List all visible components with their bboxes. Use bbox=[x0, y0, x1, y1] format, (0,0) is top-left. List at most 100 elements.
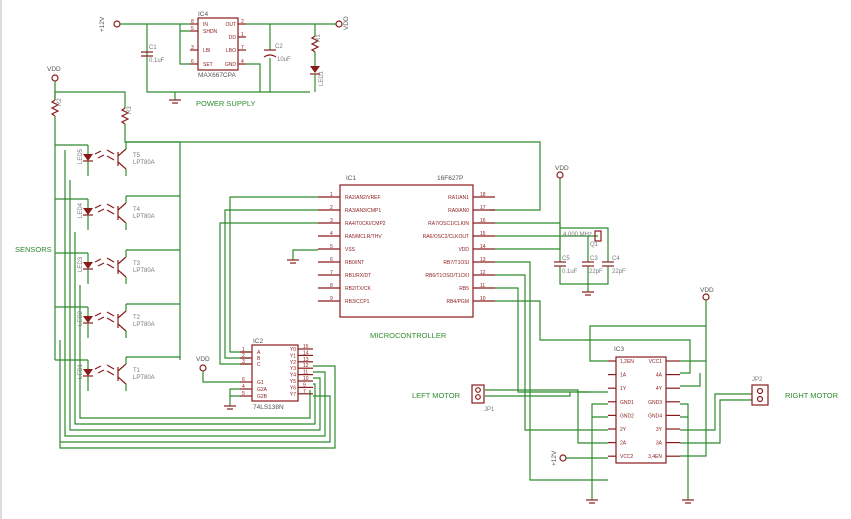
wire bbox=[559, 266, 609, 285]
ic1-pin-label: RB4/PGM bbox=[446, 299, 469, 305]
wire bbox=[59, 340, 336, 449]
ic4-pin-number: 5 bbox=[191, 26, 194, 32]
resistor-r1 bbox=[310, 35, 320, 53]
vdd-label: VDD bbox=[343, 16, 350, 30]
vdd-label: VDD bbox=[196, 356, 210, 363]
wire bbox=[485, 389, 608, 444]
sensor-transistor-part: LPT80A bbox=[133, 375, 155, 381]
ic2-pin-label: Y3 bbox=[290, 366, 296, 372]
r2-ref: R2 bbox=[57, 98, 63, 106]
ic2-pin-number: 14 bbox=[303, 350, 309, 356]
ic1-pin-number: 16 bbox=[480, 218, 486, 224]
ic1-part: 16F627P bbox=[437, 175, 463, 182]
motor-connectors: JP1 LEFT MOTOR JP2 RIGHT MOTOR bbox=[412, 377, 839, 413]
ic1-pin-label: RB7/T1OSI bbox=[443, 260, 469, 266]
wire bbox=[202, 371, 240, 383]
ic4-pin-label: LBI bbox=[203, 48, 211, 54]
ic2-pin-label: Y1 bbox=[290, 353, 296, 359]
light-arrows bbox=[106, 364, 115, 376]
sensor-transistor-part: LPT80A bbox=[133, 214, 155, 220]
phototransistor-body bbox=[117, 215, 127, 224]
ic1-pin-label: RB6/T1OSO/T1CKI bbox=[425, 273, 469, 279]
wire bbox=[591, 403, 608, 418]
wire bbox=[146, 24, 310, 93]
crystal-ref: Q1 bbox=[590, 242, 599, 248]
wire bbox=[495, 287, 590, 393]
c2-ref: C2 bbox=[275, 44, 283, 50]
ic1-pin-number: 3 bbox=[330, 218, 333, 224]
ic1-pin-label: RA6/OSC2/CLKOUT bbox=[423, 234, 469, 240]
phototransistor-body bbox=[117, 202, 127, 211]
ic1-pin-number: 2 bbox=[330, 205, 333, 211]
ic1-chip bbox=[339, 184, 474, 318]
ic3-pin-label: GND2 bbox=[620, 413, 634, 419]
sensor-led-ref: LED2 bbox=[78, 310, 84, 326]
phototransistor-body bbox=[117, 161, 127, 170]
ic3-pin-label: 3A bbox=[656, 441, 663, 447]
sensor-led-ref: LED5 bbox=[78, 148, 84, 164]
led-emission-arrows bbox=[94, 312, 105, 321]
ic3-ref: IC3 bbox=[614, 346, 625, 353]
ic4-ref: IC4 bbox=[198, 11, 209, 18]
c4-value: 22pF bbox=[612, 269, 626, 275]
ic2-pin-label: Y6 bbox=[290, 385, 296, 391]
wire bbox=[69, 180, 321, 431]
c5-ref: C5 bbox=[562, 256, 570, 262]
ic1-pin-label: RA1/AN1 bbox=[448, 195, 469, 201]
wire bbox=[590, 339, 691, 374]
ic2-pin-label: G1 bbox=[257, 380, 264, 386]
sensor-transistor-ref: T3 bbox=[133, 261, 141, 267]
ic2-pin-label: Y0 bbox=[290, 347, 296, 353]
connector-pin bbox=[475, 387, 481, 393]
wire bbox=[292, 249, 318, 260]
ic3-pin-label: VCC1 bbox=[649, 359, 663, 365]
wire bbox=[680, 399, 752, 444]
ic3-pin-label: 1,2EN bbox=[620, 359, 634, 365]
ic1-pin-number: 14 bbox=[480, 244, 486, 250]
ic1-pin-number: 4 bbox=[330, 231, 333, 237]
ic4-pin-number: 6 bbox=[191, 59, 194, 65]
vdd-terminal bbox=[702, 293, 710, 301]
ic2-pin-label: Y2 bbox=[290, 360, 296, 366]
ic2-pin-number: 12 bbox=[303, 363, 309, 369]
ic2-pin-label: G2A bbox=[257, 387, 268, 393]
right-motor-connector bbox=[751, 384, 769, 406]
ic1-pin-label: RA2/AN2/VREF bbox=[345, 195, 381, 201]
wire bbox=[54, 91, 126, 108]
wire bbox=[495, 300, 608, 362]
wire bbox=[219, 222, 318, 365]
ic2-pin-number: 5 bbox=[242, 391, 245, 397]
wire bbox=[79, 285, 311, 419]
ic1-pin-label: RB3/CCP1 bbox=[345, 299, 370, 305]
ic3-pin-label: 2A bbox=[620, 441, 627, 447]
sensor-transistor-ref: T2 bbox=[133, 315, 141, 321]
ic4-pin-label: SET bbox=[203, 62, 213, 68]
ic1-pin-number: 6 bbox=[330, 257, 333, 263]
capacitor-c2 bbox=[263, 54, 277, 58]
wire bbox=[74, 232, 316, 425]
connector-pin bbox=[756, 395, 764, 403]
ic1-pin-label: RA4/T0CKI/CMP2 bbox=[345, 221, 386, 227]
wire bbox=[485, 392, 571, 397]
ic4-pin-label: OUT bbox=[225, 22, 236, 28]
wire bbox=[246, 63, 261, 92]
ic3-pin-label: VCC2 bbox=[620, 454, 634, 460]
vdd-label: VDD bbox=[555, 165, 569, 172]
ic3-pin-label: 2Y bbox=[620, 427, 627, 433]
c3-value: 22pF bbox=[589, 269, 603, 275]
sensor-led-ref: LED3 bbox=[78, 256, 84, 272]
sensor-led-diode bbox=[83, 262, 93, 269]
ic1-pin-label: RA0/AN0 bbox=[448, 208, 469, 214]
sensor-led-diode bbox=[83, 316, 93, 323]
ic4-pin-number: 4 bbox=[241, 59, 244, 65]
microcontroller-section: IC1 16F627P MICROCONTROLLER RA2/AN2/VREF… bbox=[219, 165, 608, 481]
c1-value: 0.1uF bbox=[149, 58, 165, 64]
sensor-led-ref: LED4 bbox=[78, 202, 84, 218]
ic4-pin-number: 1 bbox=[241, 32, 244, 38]
ic3-pin-label: 3,4EN bbox=[648, 454, 662, 460]
ic4-pin-label: IN bbox=[203, 22, 208, 28]
ic4-pin-label: SHDN bbox=[203, 29, 218, 35]
led1-ref: LED1 bbox=[319, 70, 325, 86]
